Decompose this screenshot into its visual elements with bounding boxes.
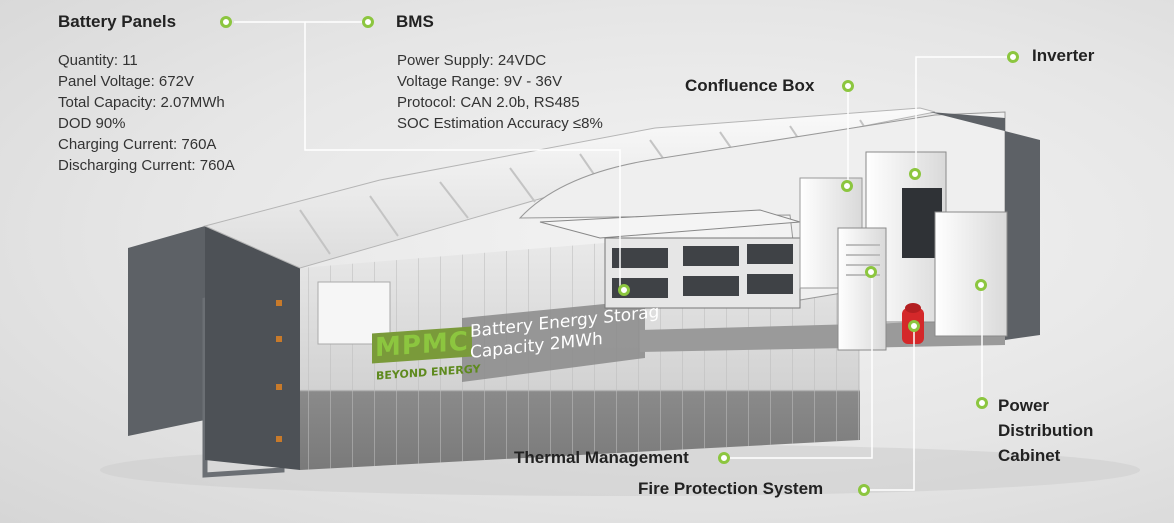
leader-lines xyxy=(234,21,1012,491)
bms-marker xyxy=(362,16,374,28)
spec-line: Power Supply: 24VDC xyxy=(397,52,547,69)
power-distribution-cabinet xyxy=(934,211,1008,337)
container-end-frame xyxy=(205,220,300,470)
inverter-label: Inverter xyxy=(1032,46,1095,65)
side-banner xyxy=(462,300,645,382)
thermal-unit xyxy=(837,227,887,351)
spec-line: SOC Estimation Accuracy ≤8% xyxy=(397,115,603,132)
spec-line: Voltage Range: 9V - 36V xyxy=(397,73,563,90)
label-line: Distribution xyxy=(998,421,1094,440)
battery-panels-marker xyxy=(220,16,232,28)
fire-protection-label: Fire Protection System xyxy=(638,479,824,498)
power-distribution-marker xyxy=(976,397,988,409)
fire-extinguisher-top xyxy=(905,303,921,313)
spec-line: Charging Current: 760A xyxy=(58,136,217,153)
confluence-device-marker xyxy=(841,180,853,192)
door-hinges xyxy=(276,300,282,442)
battery-panels-title: Battery Panels xyxy=(58,12,177,31)
fire-protection-marker xyxy=(858,484,870,496)
inverter-device-marker xyxy=(909,168,921,180)
bms-title: BMS xyxy=(396,12,434,31)
spec-line: Panel Voltage: 672V xyxy=(58,73,194,90)
spec-line: DOD 90% xyxy=(58,115,126,132)
battery-panels-specs: Quantity: 11 Panel Voltage: 672V Total C… xyxy=(58,50,235,176)
label-line: Cabinet xyxy=(998,446,1061,465)
thermal-vents xyxy=(846,244,880,276)
thermal-management-marker xyxy=(718,452,730,464)
power-distribution-device-marker xyxy=(975,279,987,291)
bms-device-marker xyxy=(618,284,630,296)
bms-specs: Power Supply: 24VDC Voltage Range: 9V - … xyxy=(397,50,603,134)
thermal-device-marker xyxy=(865,266,877,278)
inverter-marker xyxy=(1007,51,1019,63)
spec-line: Quantity: 11 xyxy=(58,52,138,69)
spec-line: Total Capacity: 2.07MWh xyxy=(58,94,225,111)
power-distribution-label: Power Distribution Cabinet xyxy=(998,393,1093,468)
label-line: Power xyxy=(998,396,1050,415)
fire-device-marker xyxy=(908,320,920,332)
spec-line: Discharging Current: 760A xyxy=(58,157,235,174)
interior-back-wall xyxy=(930,112,1040,340)
spec-line: Protocol: CAN 2.0b, RS485 xyxy=(397,94,580,111)
thermal-management-label: Thermal Management xyxy=(514,448,689,467)
confluence-box-marker xyxy=(842,80,854,92)
left-door-back xyxy=(128,226,205,436)
battery-racks xyxy=(539,209,801,309)
confluence-box-label: Confluence Box xyxy=(685,76,815,95)
